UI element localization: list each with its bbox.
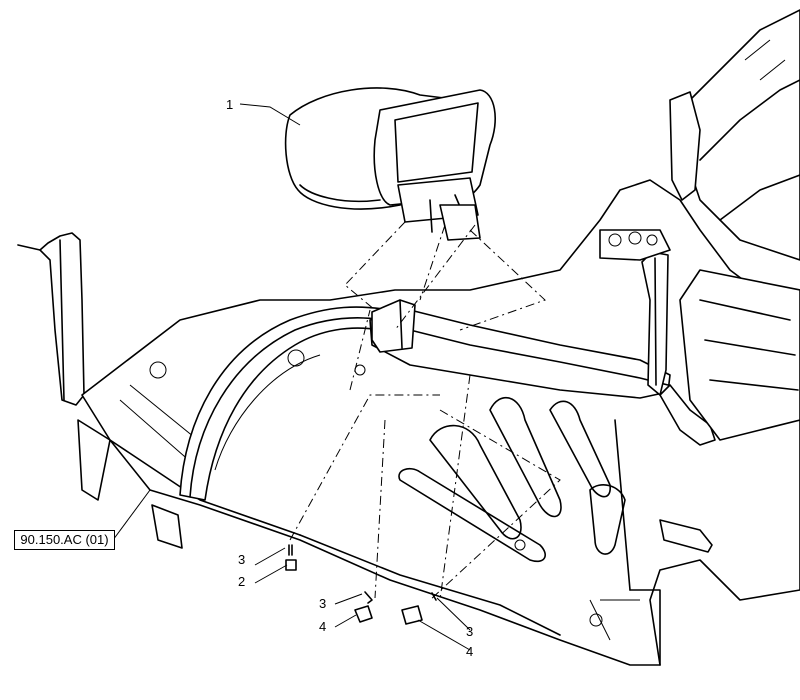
callout-1: 1: [226, 97, 234, 112]
callout-3-upper-left: 3: [238, 552, 246, 567]
callout-3-lower-left: 3: [319, 596, 327, 611]
floor-ribs: [398, 396, 626, 563]
callout-2: 2: [238, 574, 246, 589]
callout-4-right: 4: [466, 644, 474, 659]
section-reference-label: 90.150.AC (01): [14, 530, 115, 550]
exploded-view-lines: [289, 221, 561, 601]
display-unit: [284, 87, 496, 241]
left-post: [17, 232, 183, 549]
fasteners: [285, 544, 437, 625]
callout-3-right: 3: [466, 624, 474, 639]
upper-cab-structure: [599, 9, 800, 441]
callout-4-left: 4: [319, 619, 327, 634]
leader-lines: [112, 103, 471, 651]
side-bracket: [659, 519, 713, 553]
